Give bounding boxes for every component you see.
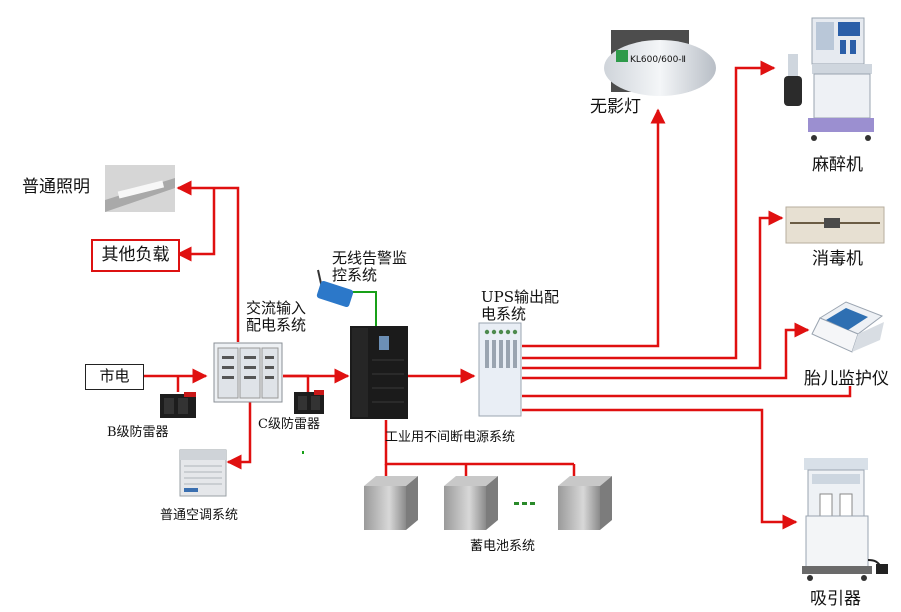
wireless-alarm-label: 无线告警监 控系统 [332,249,408,285]
c-surge-protector-image [294,390,324,414]
battery-ellipsis [514,502,535,505]
line-ac-to-aircon [226,402,252,470]
c-surge-label: C级防雷器 [258,417,320,432]
battery-label: 蓄电池系统 [470,539,536,554]
lamp-model-text: KL600/600-Ⅱ [630,55,686,65]
battery-unit-2 [444,476,498,530]
mains-box: 市电 [85,364,144,390]
line-to-lamp [522,108,666,348]
line-ac-to-other [176,188,216,262]
battery-unit-1 [364,476,418,530]
other-loads-box: 其他负载 [91,239,180,272]
line-to-fetal-2 [522,386,852,398]
general-ac-label: 普通空调系统 [160,508,239,523]
other-loads-label: 其他负载 [101,244,170,265]
ups-output-cabinet-image [478,322,522,417]
ups-cabinet-image [350,326,408,419]
shadowless-lamp-image: KL600/600-Ⅱ [604,30,716,96]
battery-unit-3 [558,476,612,530]
ac-input-label: 交流输入 配电系统 [246,299,307,335]
b-surge-label: B级防雷器 [107,425,169,440]
industrial-ups-label: 工业用不间断电源系统 [385,430,516,445]
mains-label: 市电 [99,367,130,386]
shadowless-lamp-label: 无影灯 [590,97,641,117]
line-to-anesthesia [522,60,776,360]
ups-output-label: UPS输出配 电系统 [481,288,560,324]
aspirator-label: 吸引器 [810,589,861,609]
wireless-router-image [316,269,354,308]
aspirator-image [802,458,888,581]
b-surge-protector-image [160,392,196,418]
ac-input-cabinet-image [213,342,283,403]
disinfector-image [785,206,885,244]
anesthesia-label: 麻醉机 [812,155,863,175]
line-ac-to-lighting [176,180,240,342]
line-to-fetal [522,322,810,380]
disinfector-label: 消毒机 [812,249,863,269]
line-c-surge [283,374,310,392]
anesthesia-machine-image [784,17,874,141]
lighting-fixture-image [105,165,175,212]
fetal-monitor-label: 胎儿监护仪 [804,369,889,389]
air-conditioner-image [179,449,227,497]
fetal-monitor-image [811,301,884,353]
power-lines [142,60,852,530]
line-to-aspirator [522,408,798,530]
signal-line [352,291,377,326]
line-to-disinfector [522,210,784,370]
general-lighting-label: 普通照明 [22,177,90,197]
